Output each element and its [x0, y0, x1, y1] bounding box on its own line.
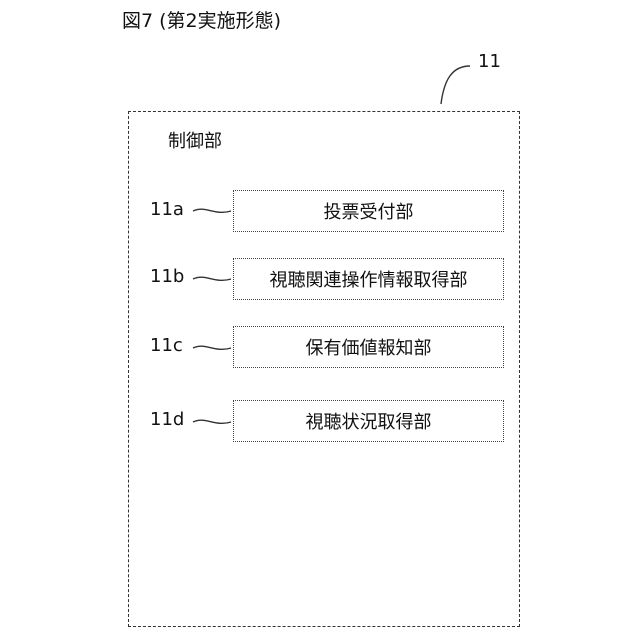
unit-label-held-value-notification: 保有価値報知部: [306, 334, 432, 360]
ref-label-controller: 11: [478, 51, 501, 73]
ref-label-unit-a: 11a: [150, 199, 184, 221]
ref-label-unit-c: 11c: [150, 335, 183, 357]
unit-box-held-value-notification: 保有価値報知部: [233, 326, 504, 368]
unit-label-viewing-status: 視聴状況取得部: [306, 408, 432, 434]
controller-box: [128, 111, 520, 627]
controller-label: 制御部: [168, 130, 222, 154]
unit-box-viewing-status: 視聴状況取得部: [233, 400, 504, 442]
unit-label-viewing-operation-info: 視聴関連操作情報取得部: [270, 266, 468, 292]
unit-label-vote-reception: 投票受付部: [324, 198, 414, 224]
unit-box-viewing-operation-info: 視聴関連操作情報取得部: [233, 258, 504, 300]
unit-box-vote-reception: 投票受付部: [233, 190, 504, 232]
figure-title: 図7 (第2実施形態): [122, 8, 281, 34]
leader-line-11: [441, 66, 470, 104]
ref-label-unit-d: 11d: [150, 409, 184, 431]
ref-label-unit-b: 11b: [150, 266, 184, 288]
